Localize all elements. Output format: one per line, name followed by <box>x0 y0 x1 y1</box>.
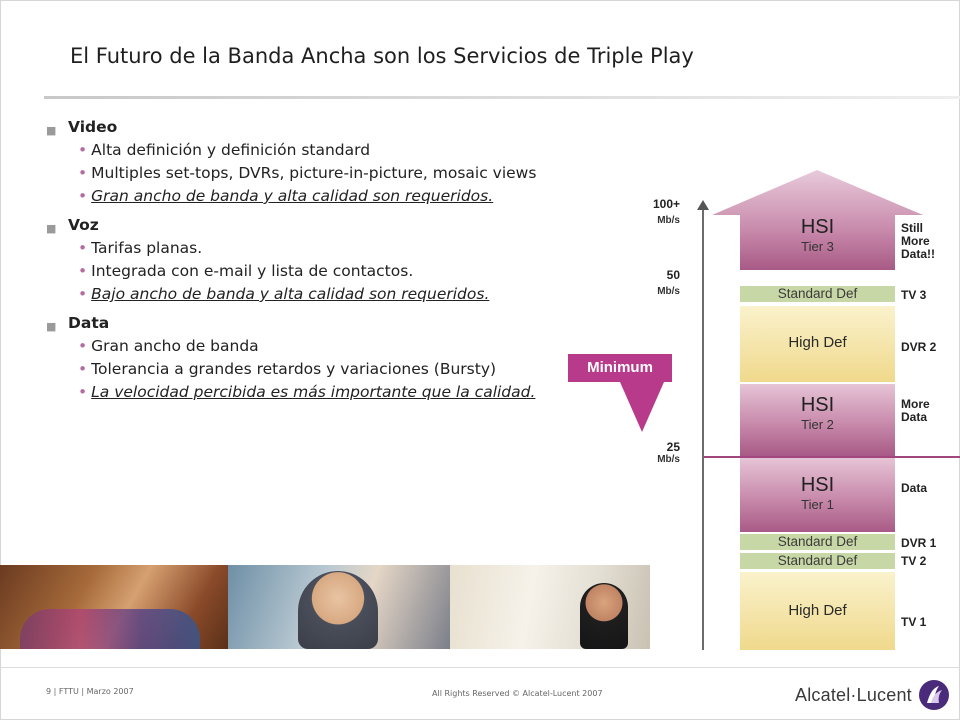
list-item: •Gran ancho de banda <box>78 337 259 355</box>
bullet-dot-icon: • <box>78 262 88 280</box>
side-label-more-data: More Data <box>901 397 930 424</box>
alcatel-lucent-mark-icon <box>918 680 949 710</box>
man-on-phone-image <box>228 565 450 649</box>
side-label-still-more-data: Still More Data!! <box>901 221 936 261</box>
square-bullet-icon: ■ <box>46 320 57 333</box>
list-item: •Gran ancho de banda y alta calidad son … <box>78 187 494 205</box>
bullet-dot-icon: • <box>78 239 88 257</box>
tick-label-100: 100+ <box>652 197 680 211</box>
block-hsi-tier2: HSI Tier 2 <box>740 384 895 456</box>
square-bullet-icon: ■ <box>46 124 57 137</box>
tick-label-50: 50 <box>666 268 680 282</box>
tick-label-25: 25 <box>666 440 680 454</box>
y-axis-line <box>702 210 704 650</box>
footer-copyright: All Rights Reserved © Alcatel-Lucent 200… <box>432 689 603 698</box>
bullet-dot-icon: • <box>78 383 88 401</box>
bullet-dot-icon: • <box>78 337 88 355</box>
section-heading: Voz <box>68 216 99 234</box>
side-label-dvr2: DVR 2 <box>901 340 937 354</box>
section-heading: Data <box>68 314 110 332</box>
title-divider <box>44 96 960 99</box>
side-label-tv2: TV 2 <box>901 554 927 568</box>
bullet-dot-icon: • <box>78 164 88 182</box>
bullet-dot-icon: • <box>78 360 88 378</box>
side-label-data: Data <box>901 481 928 495</box>
footer-divider <box>0 667 960 668</box>
block-standard-def-1: Standard Def <box>740 534 895 550</box>
woman-at-computer-image <box>450 565 650 649</box>
block-standard-def-top: Standard Def <box>740 286 895 302</box>
block-high-def-bottom: High Def <box>740 572 895 650</box>
callout-pointer-shape <box>620 382 664 432</box>
bullet-dot-icon: • <box>78 285 88 303</box>
arrow-head-shape <box>712 170 923 270</box>
slide-title: El Futuro de la Banda Ancha son los Serv… <box>70 44 694 68</box>
section-video: ■ Video <box>46 118 569 137</box>
side-label-tv3: TV 3 <box>901 288 927 302</box>
list-item: •Alta definición y definición standard <box>78 141 371 159</box>
photo-strip <box>0 565 650 649</box>
bullet-content: ■ Video •Alta definición y definición st… <box>44 118 569 402</box>
list-item: •La velocidad percibida es más important… <box>78 383 536 401</box>
section-voz: ■ Voz <box>46 216 569 235</box>
tick-unit-50: Mb/s <box>657 286 680 297</box>
list-item: •Multiples set-tops, DVRs, picture-in-pi… <box>78 164 537 182</box>
minimum-callout: Minimum <box>568 354 672 382</box>
list-item: •Tolerancia a grandes retardos y variaci… <box>78 360 497 378</box>
bullet-dot-icon: • <box>78 141 88 159</box>
tick-unit-100: Mb/s <box>657 215 680 226</box>
block-hsi-tier1: HSI Tier 1 <box>740 458 895 532</box>
block-high-def-mid: High Def <box>740 306 895 382</box>
side-label-tv1: TV 1 <box>901 615 927 629</box>
square-bullet-icon: ■ <box>46 222 57 235</box>
bandwidth-diagram: 100+ Mb/s 50 Mb/s 25 Mb/s HSI Tier 3 Sta… <box>560 170 960 650</box>
minimum-threshold-line <box>704 456 960 458</box>
side-label-dvr1: DVR 1 <box>901 536 937 550</box>
list-item: •Tarifas planas. <box>78 239 203 257</box>
list-item: •Integrada con e-mail y lista de contact… <box>78 262 414 280</box>
list-item: •Bajo ancho de banda y alta calidad son … <box>78 285 490 303</box>
axis-arrow-icon <box>697 200 709 210</box>
section-data: ■ Data <box>46 314 569 333</box>
family-watching-tv-image <box>0 565 228 649</box>
tick-unit-25: Mb/s <box>657 454 680 465</box>
block-hsi-tier3: HSI Tier 3 <box>800 216 835 254</box>
logo-wordmark: Alcatel·Lucent <box>795 684 912 705</box>
alcatel-lucent-logo: Alcatel·Lucent <box>795 679 950 711</box>
bullet-dot-icon: • <box>78 187 88 205</box>
section-heading: Video <box>68 118 118 136</box>
block-standard-def-2: Standard Def <box>740 553 895 569</box>
footer-page-info: 9 | FTTU | Marzo 2007 <box>46 687 134 696</box>
